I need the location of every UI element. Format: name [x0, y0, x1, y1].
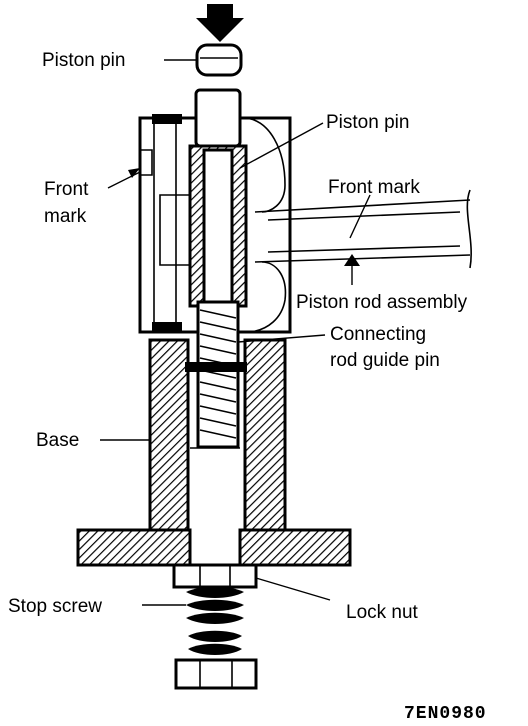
press-arrow — [196, 4, 244, 42]
stop-screw — [174, 586, 258, 690]
base — [76, 338, 352, 567]
lock-nut — [172, 563, 258, 589]
label-lock-nut: Lock nut — [346, 602, 419, 623]
label-stop-screw: Stop screw — [8, 596, 102, 617]
label-front-mark-right: Front mark — [328, 177, 420, 198]
label-piston-pin: Piston pin — [326, 112, 409, 133]
label-piston-pin-top: Piston pin — [42, 50, 125, 71]
piston-pin-loose — [195, 43, 243, 77]
piston-pin-in-piston — [188, 88, 248, 308]
label-piston-rod-assembly: Piston rod assembly — [296, 292, 468, 313]
figure-code: 7EN0980 — [404, 704, 487, 724]
leader-lines — [100, 59, 371, 606]
label-front-mark-left-2: mark — [44, 206, 87, 227]
label-front-mark-left-1: Front — [44, 179, 89, 200]
connecting-rod-guide-pin — [196, 300, 240, 449]
connecting-rod — [244, 117, 472, 333]
label-base: Base — [36, 430, 79, 451]
label-connecting-1: Connecting — [330, 324, 426, 345]
label-connecting-2: rod guide pin — [330, 350, 440, 371]
